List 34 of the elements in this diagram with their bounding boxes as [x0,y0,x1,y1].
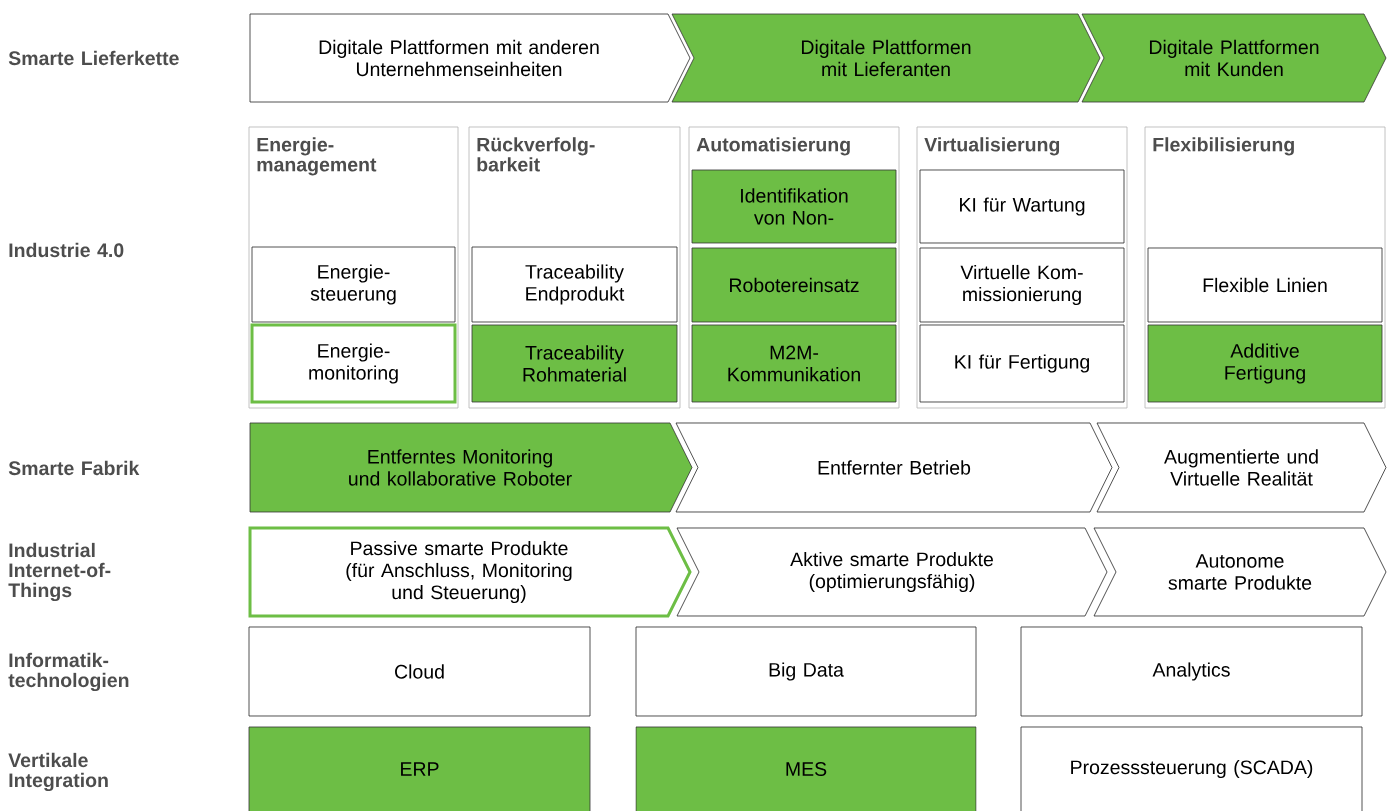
stage-band: Aktive smarte Produkte (optimierungsfähig) [676,527,1108,617]
process-box: Virtuelle Kom- missionierung [919,247,1125,323]
row-label: Vertikale Integration [8,752,108,792]
process-box: Energie- monitoring [250,323,457,404]
row-label: Industrial Internet-of- Things [8,542,111,602]
stage-band: Digitale Plattformen mit Lieferanten [671,13,1101,103]
row-label: Smarte Fabrik [8,460,140,476]
process-box: Big Data [635,626,977,717]
row-label: Informatik- technologien [8,652,129,692]
row-label: Industrie 4.0 [9,242,124,258]
process-box: Analytics [1020,626,1363,717]
stage-band: Autonome smarte Produkte [1093,527,1387,617]
stage-band: Passive smarte Produkte (für Anschluss, Monitoring und Steuerung) [248,526,692,618]
process-box: Robotereinsatz [691,247,897,323]
stage-band: Digitale Plattformen mit Kunden [1081,13,1387,103]
process-box: Identifikation von Non- [691,169,897,244]
process-box: ERP [248,726,591,811]
process-box: M2M- Kommunikation [691,324,897,403]
process-box: Additive Fertigung [1147,324,1383,403]
stage-band: Entferntes Monitoring und kollaborative Roboter [249,422,693,513]
node-label: Digitale Plattformen mit Kunden [1149,39,1319,77]
stage-band: Augmentierte und Virtuelle Realität [1096,422,1387,513]
process-box: Traceability Rohmaterial [471,324,678,403]
process-box: KI für Fertigung [919,324,1125,403]
process-box: MES [635,726,977,811]
process-box: KI für Wartung [919,169,1125,244]
process-box: Flexible Linien [1147,247,1383,323]
row-label: Smarte Lieferkette [8,50,179,66]
process-box: Energie- steuerung [251,246,456,323]
process-box: Traceability Endprodukt [471,246,678,323]
process-box: Prozesssteuerung (SCADA) [1020,726,1363,811]
stage-band: Digitale Plattformen mit anderen Unternehmenseinheiten [249,13,691,103]
process-box: Cloud [248,626,591,717]
stage-band: Entfernter Betrieb [675,422,1113,513]
